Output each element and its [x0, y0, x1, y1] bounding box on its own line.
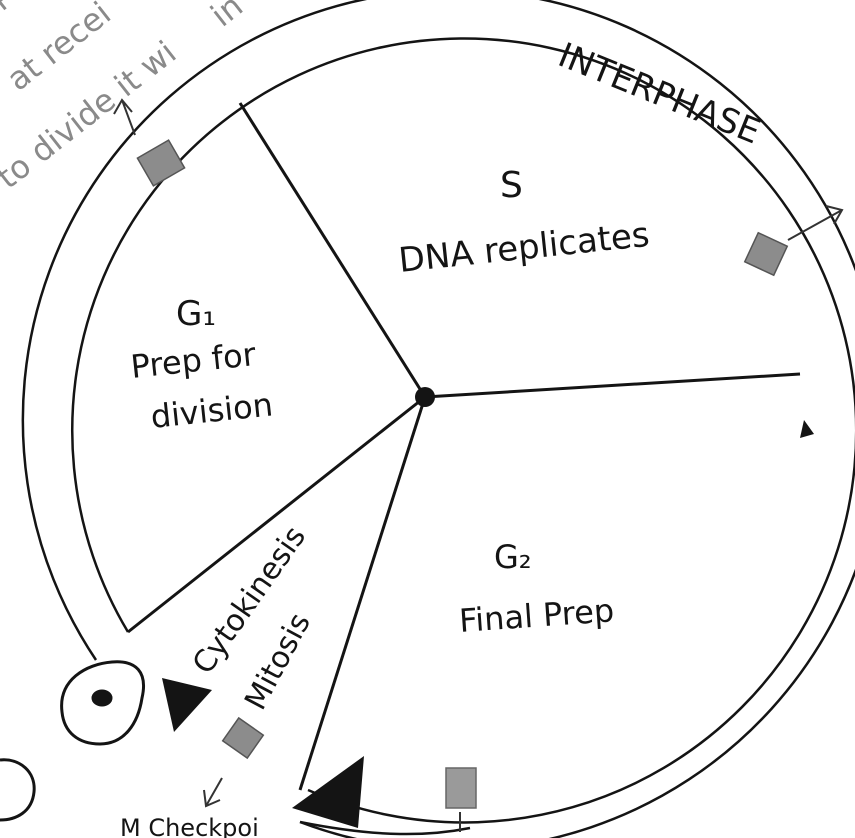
note-fragment-1: Pe [0, 0, 35, 18]
ring-closure [300, 822, 470, 834]
m-checkpoint-note: M Checkpoi [120, 814, 259, 838]
g1-phase-line2: division [149, 385, 275, 436]
s-phase-description: DNA replicates [397, 215, 652, 281]
note-fragment-4: in [204, 0, 250, 34]
partial-notes-top-left: Pe at recei to divide it wi in [0, 0, 250, 196]
g2-checkpoint-marker [745, 233, 788, 276]
divider-g2-m [300, 397, 425, 790]
g1-phase-line1: Prep for [129, 335, 258, 386]
m-checkpoint-marker [223, 718, 264, 758]
bottom-checkpoint-marker [446, 768, 476, 808]
checkpoints [114, 100, 842, 832]
cell-nucleus [93, 691, 111, 705]
m-checkpoint-arrow-icon [204, 778, 222, 806]
g1-checkpoint-marker [137, 140, 184, 186]
g2-phase-title: G₂ [494, 538, 532, 576]
arrowhead-left-icon [162, 678, 212, 732]
cell-drawing [0, 662, 144, 820]
center-point [415, 387, 435, 407]
partial-cell-outline [0, 760, 34, 820]
m-checkpoint [204, 718, 263, 806]
arrowhead-right-icon [800, 420, 814, 438]
arrowhead-bottom-icon [292, 756, 364, 828]
s-phase-title: S [500, 165, 523, 206]
divider-s-g2 [425, 374, 800, 397]
g2-phase-description: Final Prep [458, 591, 615, 640]
sector-dividers [128, 103, 800, 790]
g1-phase-title: G₁ [176, 294, 216, 334]
